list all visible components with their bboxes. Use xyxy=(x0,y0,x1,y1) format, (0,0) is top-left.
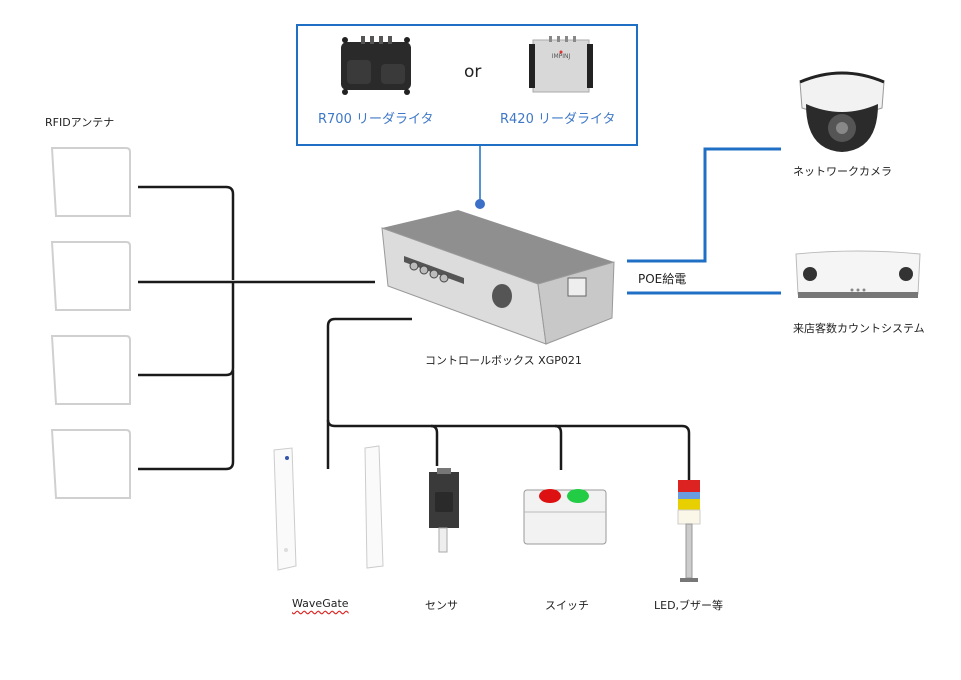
antenna-1-wire xyxy=(138,185,235,280)
or-text: or xyxy=(464,62,482,82)
camera-wire xyxy=(627,147,781,263)
peripheral-bus-wire xyxy=(326,317,412,469)
control-box-icon xyxy=(381,210,615,345)
people-counter-label: 来店客数カウントシステム xyxy=(793,322,925,335)
reader-connection-dot xyxy=(475,199,485,209)
peripheral-bus-horizontal xyxy=(326,419,691,480)
led-buzzer-label: LED,ブザー等 xyxy=(654,599,724,612)
impinj-brand-text: IMPINJ xyxy=(552,53,571,60)
antenna-3-wire xyxy=(138,282,235,377)
wavegate-left-icon xyxy=(273,447,297,571)
r700-reader-icon xyxy=(341,36,411,95)
network-camera-label: ネットワークカメラ xyxy=(793,165,892,178)
rfid-antenna-icon xyxy=(50,147,131,217)
r700-label: R700 リーダライタ xyxy=(318,112,434,127)
poe-label: POE給電 xyxy=(638,272,687,286)
antenna-4-wire xyxy=(138,370,235,471)
antenna-label: RFIDアンテナ xyxy=(45,116,115,129)
wavegate-label: WaveGate xyxy=(292,597,349,610)
signal-tower-icon xyxy=(677,480,701,582)
network-camera-icon xyxy=(799,71,885,152)
r420-reader-icon: IMPINJ xyxy=(529,36,593,93)
r420-label: R420 リーダライタ xyxy=(500,112,616,127)
switch-wire xyxy=(554,424,563,470)
control-box-label: コントロールボックス XGP021 xyxy=(425,354,582,367)
sensor-label: センサ xyxy=(425,599,458,612)
rfid-antenna-icon xyxy=(50,335,131,405)
wavegate-right-icon xyxy=(364,445,384,569)
people-counter-icon xyxy=(795,250,921,298)
sensor-wire xyxy=(430,424,439,466)
sensor-icon xyxy=(429,468,459,553)
rfid-antenna-icon xyxy=(50,429,131,499)
rfid-antenna-icon xyxy=(50,241,131,311)
switch-label: スイッチ xyxy=(545,599,589,612)
switch-icon xyxy=(523,489,607,545)
